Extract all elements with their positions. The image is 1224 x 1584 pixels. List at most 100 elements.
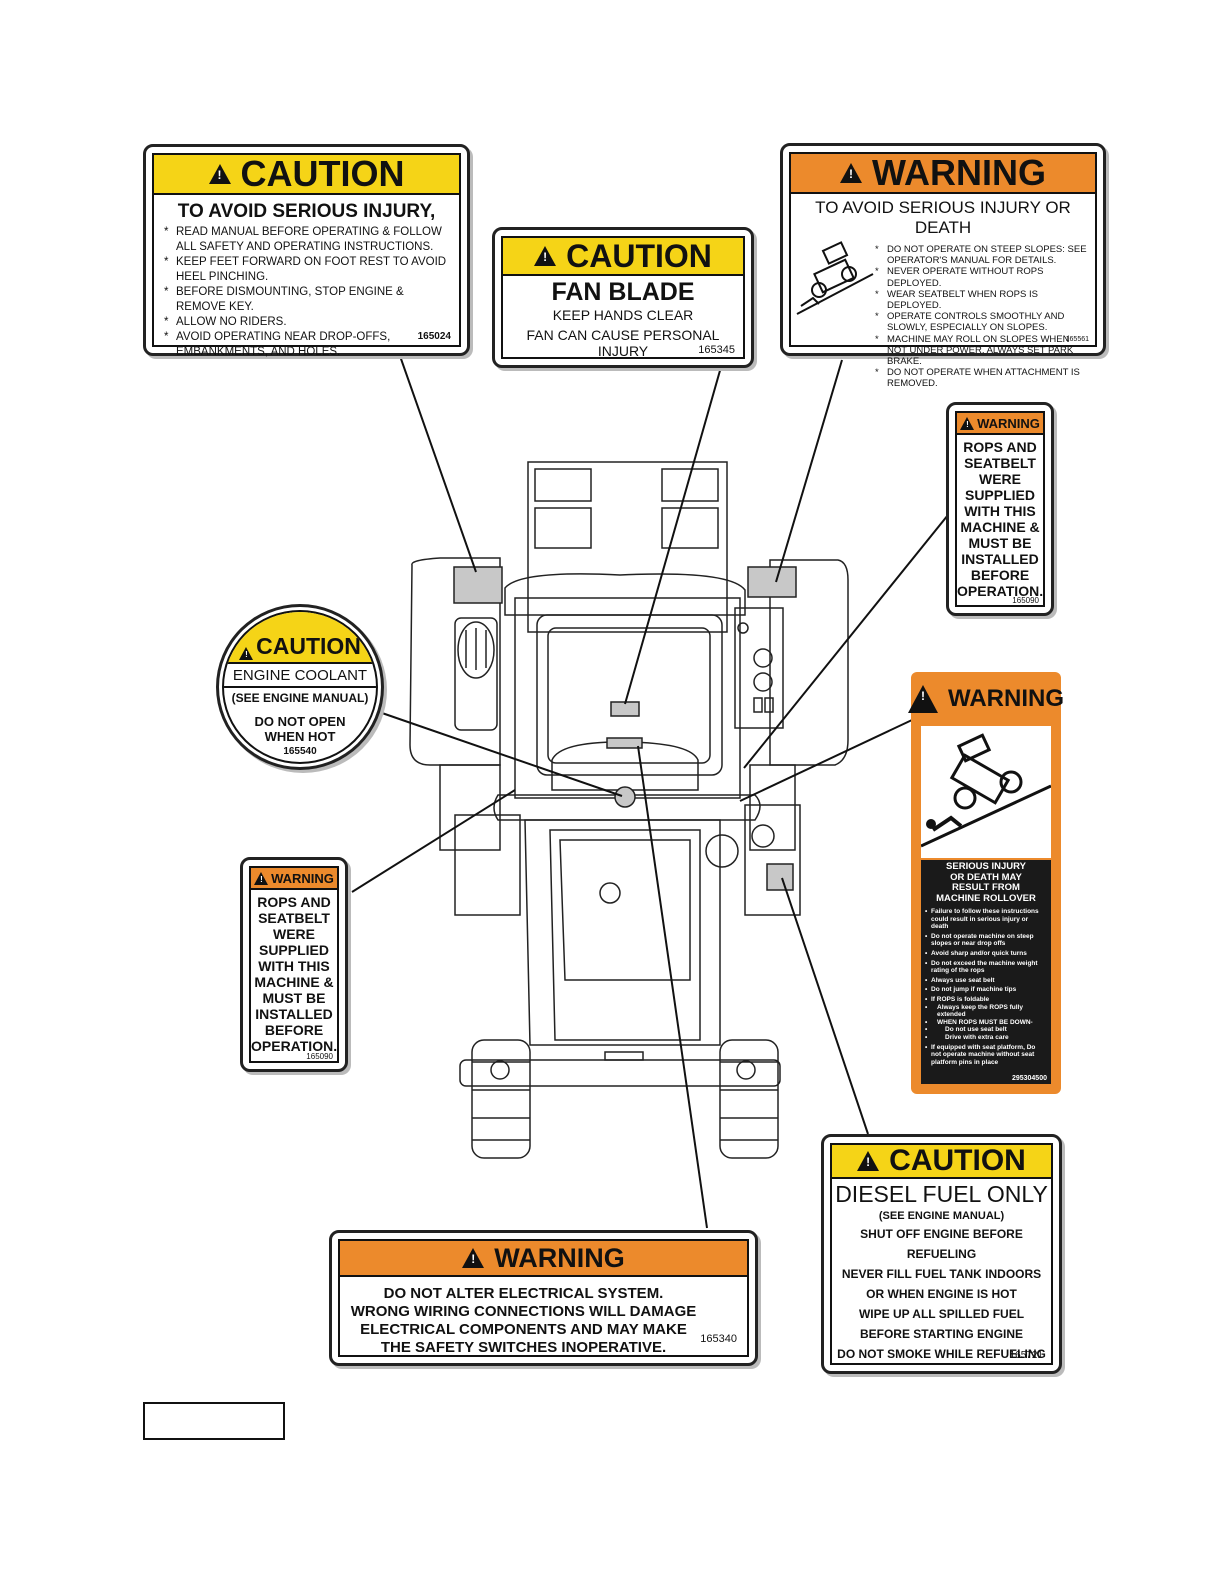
decal-line: ROPS AND	[257, 894, 331, 910]
decal-text-block: ROPS AND SEATBELT WERE SUPPLIED WITH THI…	[251, 894, 337, 1054]
list-item: If equipped with seat platform, Do not o…	[923, 1044, 1047, 1067]
warning-decal-165561: WARNING TO AVOID SERIOUS INJURY OR DEATH…	[780, 143, 1106, 389]
list-item: DO NOT OPERATE WHEN ATTACHMENT IS REMOVE…	[873, 367, 1091, 389]
rops-warning-decal-right: WARNING ROPS AND SEATBELT WERE SUPPLIED …	[946, 402, 1054, 616]
decal-line: WITH THIS	[258, 958, 330, 974]
list-item: Always use seat belt	[923, 977, 1047, 985]
decal-text-block: (SEE ENGINE MANUAL) SHUT OFF ENGINE BEFO…	[832, 1208, 1051, 1364]
decal-title: TO AVOID SERIOUS INJURY OR DEATH	[815, 198, 1071, 237]
decal-line: OR WHEN ENGINE IS HOT	[866, 1287, 1017, 1301]
warning-triangle-icon	[857, 1151, 880, 1171]
rollover-pictogram-icon	[796, 241, 874, 315]
decal-body-panel: SERIOUS INJURY OR DEATH MAY RESULT FROM …	[921, 860, 1051, 1084]
decal-line: BEFORE	[264, 1022, 324, 1038]
decal-line: MACHINE &	[254, 974, 334, 990]
decal-header: WARNING	[791, 152, 1095, 194]
decal-title: DIESEL FUEL ONLY	[835, 1181, 1048, 1207]
list-item: WEAR SEATBELT WHEN ROPS IS DEPLOYED.	[873, 289, 1091, 311]
decal-header-text: WARNING	[494, 1242, 625, 1273]
list-item: MACHINE MAY ROLL ON SLOPES WHEN NOT UNDE…	[873, 334, 1091, 368]
leader-lines	[351, 355, 953, 1229]
part-number: 165540	[283, 746, 317, 757]
rops-warning-decal-left: WARNING ROPS AND SEATBELT WERE SUPPLIED …	[240, 857, 348, 1072]
decal-line: RESULT FROM	[952, 882, 1020, 893]
decal-line: ROPS AND	[963, 439, 1037, 455]
electrical-warning-decal-165340: WARNING DO NOT ALTER ELECTRICAL SYSTEM. …	[329, 1230, 758, 1366]
list-item: AVOID OPERATING NEAR DROP-OFFS, EMBANKME…	[162, 330, 453, 360]
part-number: 165090	[1012, 596, 1039, 605]
decal-line: OR DEATH MAY	[950, 871, 1022, 883]
decal-header-text: CAUTION	[256, 633, 361, 659]
decal-title: SERIOUS INJURY OR DEATH MAY RESULT FROM …	[921, 861, 1051, 904]
decal-item-list: DO NOT OPERATE ON STEEP SLOPES: SEE OPER…	[873, 244, 1091, 390]
part-number: 165721	[1009, 1350, 1043, 1361]
decal-line: WERE	[273, 926, 315, 942]
decal-line: FAN CAN CAUSE PERSONAL INJURY	[526, 327, 720, 359]
sub-item: WHEN ROPS MUST BE DOWN-	[923, 1019, 1047, 1027]
list-item: Avoid sharp and/or quick turns	[923, 950, 1047, 958]
rollover-pictogram-icon	[920, 733, 1052, 848]
decal-title: FAN BLADE	[551, 278, 695, 306]
list-item: NEVER OPERATE WITHOUT ROPS DEPLOYED.	[873, 266, 1091, 288]
list-item: Do not exceed the machine weight rating …	[923, 960, 1047, 975]
decal-header-text: WARNING	[948, 685, 1064, 712]
decal-line: (SEE ENGINE MANUAL)	[878, 1210, 1005, 1222]
sub-item: Always keep the ROPS fully extended	[923, 1004, 1047, 1019]
decal-line: (SEE ENGINE MANUAL)	[231, 691, 369, 705]
warning-triangle-icon	[840, 163, 862, 183]
decal-line: SERIOUS INJURY	[946, 861, 1026, 872]
decal-line: DO NOT ALTER ELECTRICAL SYSTEM.	[383, 1285, 664, 1302]
decal-line: ELECTRICAL COMPONENTS AND MAY MAKE	[360, 1321, 687, 1338]
part-number: 295304500	[1011, 1075, 1047, 1082]
warning-triangle-icon	[462, 1248, 485, 1268]
part-number: 165090	[306, 1052, 333, 1061]
decal-line: DO NOT SMOKE WHILE REFUELING	[837, 1347, 1046, 1361]
list-item: Do not operate machine on steep slopes o…	[923, 933, 1047, 948]
decal-header: WARNING	[908, 672, 1064, 726]
warning-triangle-icon	[254, 871, 269, 885]
decal-line: WERE	[979, 471, 1021, 487]
front-left-wheel	[471, 1039, 531, 1159]
decal-title: TO AVOID SERIOUS INJURY,	[177, 201, 436, 222]
decal-header: WARNING	[251, 868, 337, 890]
decal-item-list: READ MANUAL BEFORE OPERATING & FOLLOW AL…	[162, 225, 453, 360]
warning-triangle-icon	[534, 246, 557, 266]
decal-header: CAUTION	[832, 1144, 1051, 1179]
warning-triangle-icon	[208, 164, 231, 184]
decal-line: WITH THIS	[964, 503, 1036, 519]
decal-header: CAUTION	[503, 238, 743, 276]
part-number: 165340	[700, 1333, 737, 1345]
diesel-fuel-decal-165721: CAUTION DIESEL FUEL ONLY (SEE ENGINE MAN…	[821, 1134, 1062, 1374]
list-item: DO NOT OPERATE ON STEEP SLOPES: SEE OPER…	[873, 244, 1091, 266]
list-item: BEFORE DISMOUNTING, STOP ENGINE & REMOVE…	[162, 285, 453, 315]
decal-header-text: WARNING	[271, 870, 334, 886]
decal-line: MACHINE ROLLOVER	[936, 892, 1036, 904]
decal-header: WARNING	[957, 413, 1043, 435]
pictogram-panel	[920, 726, 1052, 858]
decal-line: SHUT OFF ENGINE BEFORE REFUELING	[860, 1227, 1023, 1261]
decal-line: KEEP HANDS CLEAR	[552, 307, 694, 323]
decal-line: DO NOT OPEN	[254, 714, 346, 729]
rollover-warning-decal-295304500: WARNING SERIOUS INJURY OR DEATH MAY RESU…	[908, 672, 1064, 1094]
part-number: 165561	[1065, 336, 1089, 343]
decal-line: BEFORE	[970, 567, 1030, 583]
warning-triangle-icon	[239, 647, 254, 660]
figure-label-box	[143, 1402, 285, 1440]
decal-line: INSTALLED	[255, 1006, 333, 1022]
decal-header: CAUTION	[154, 153, 459, 195]
decal-header-text: CAUTION	[240, 153, 405, 194]
list-item: READ MANUAL BEFORE OPERATING & FOLLOW AL…	[162, 225, 453, 255]
decal-line: MUST BE	[262, 990, 326, 1006]
decal-text-block: ROPS AND SEATBELT WERE SUPPLIED WITH THI…	[957, 439, 1043, 599]
decal-line: WHEN HOT	[264, 729, 336, 744]
decal-header-text: CAUTION	[566, 237, 712, 274]
part-number: 165024	[417, 331, 451, 342]
decal-line: SUPPLIED	[964, 487, 1035, 503]
decal-line: MUST BE	[968, 535, 1032, 551]
list-item: KEEP FEET FORWARD ON FOOT REST TO AVOID …	[162, 255, 453, 285]
list-item: OPERATE CONTROLS SMOOTHLY AND SLOWLY, ES…	[873, 311, 1091, 333]
decal-text-block: DO NOT ALTER ELECTRICAL SYSTEM. WRONG WI…	[340, 1285, 707, 1357]
engine-coolant-decal-165540: CAUTION ENGINE COOLANT (SEE ENGINE MANUA…	[216, 604, 384, 770]
decal-line: SEATBELT	[258, 910, 330, 926]
